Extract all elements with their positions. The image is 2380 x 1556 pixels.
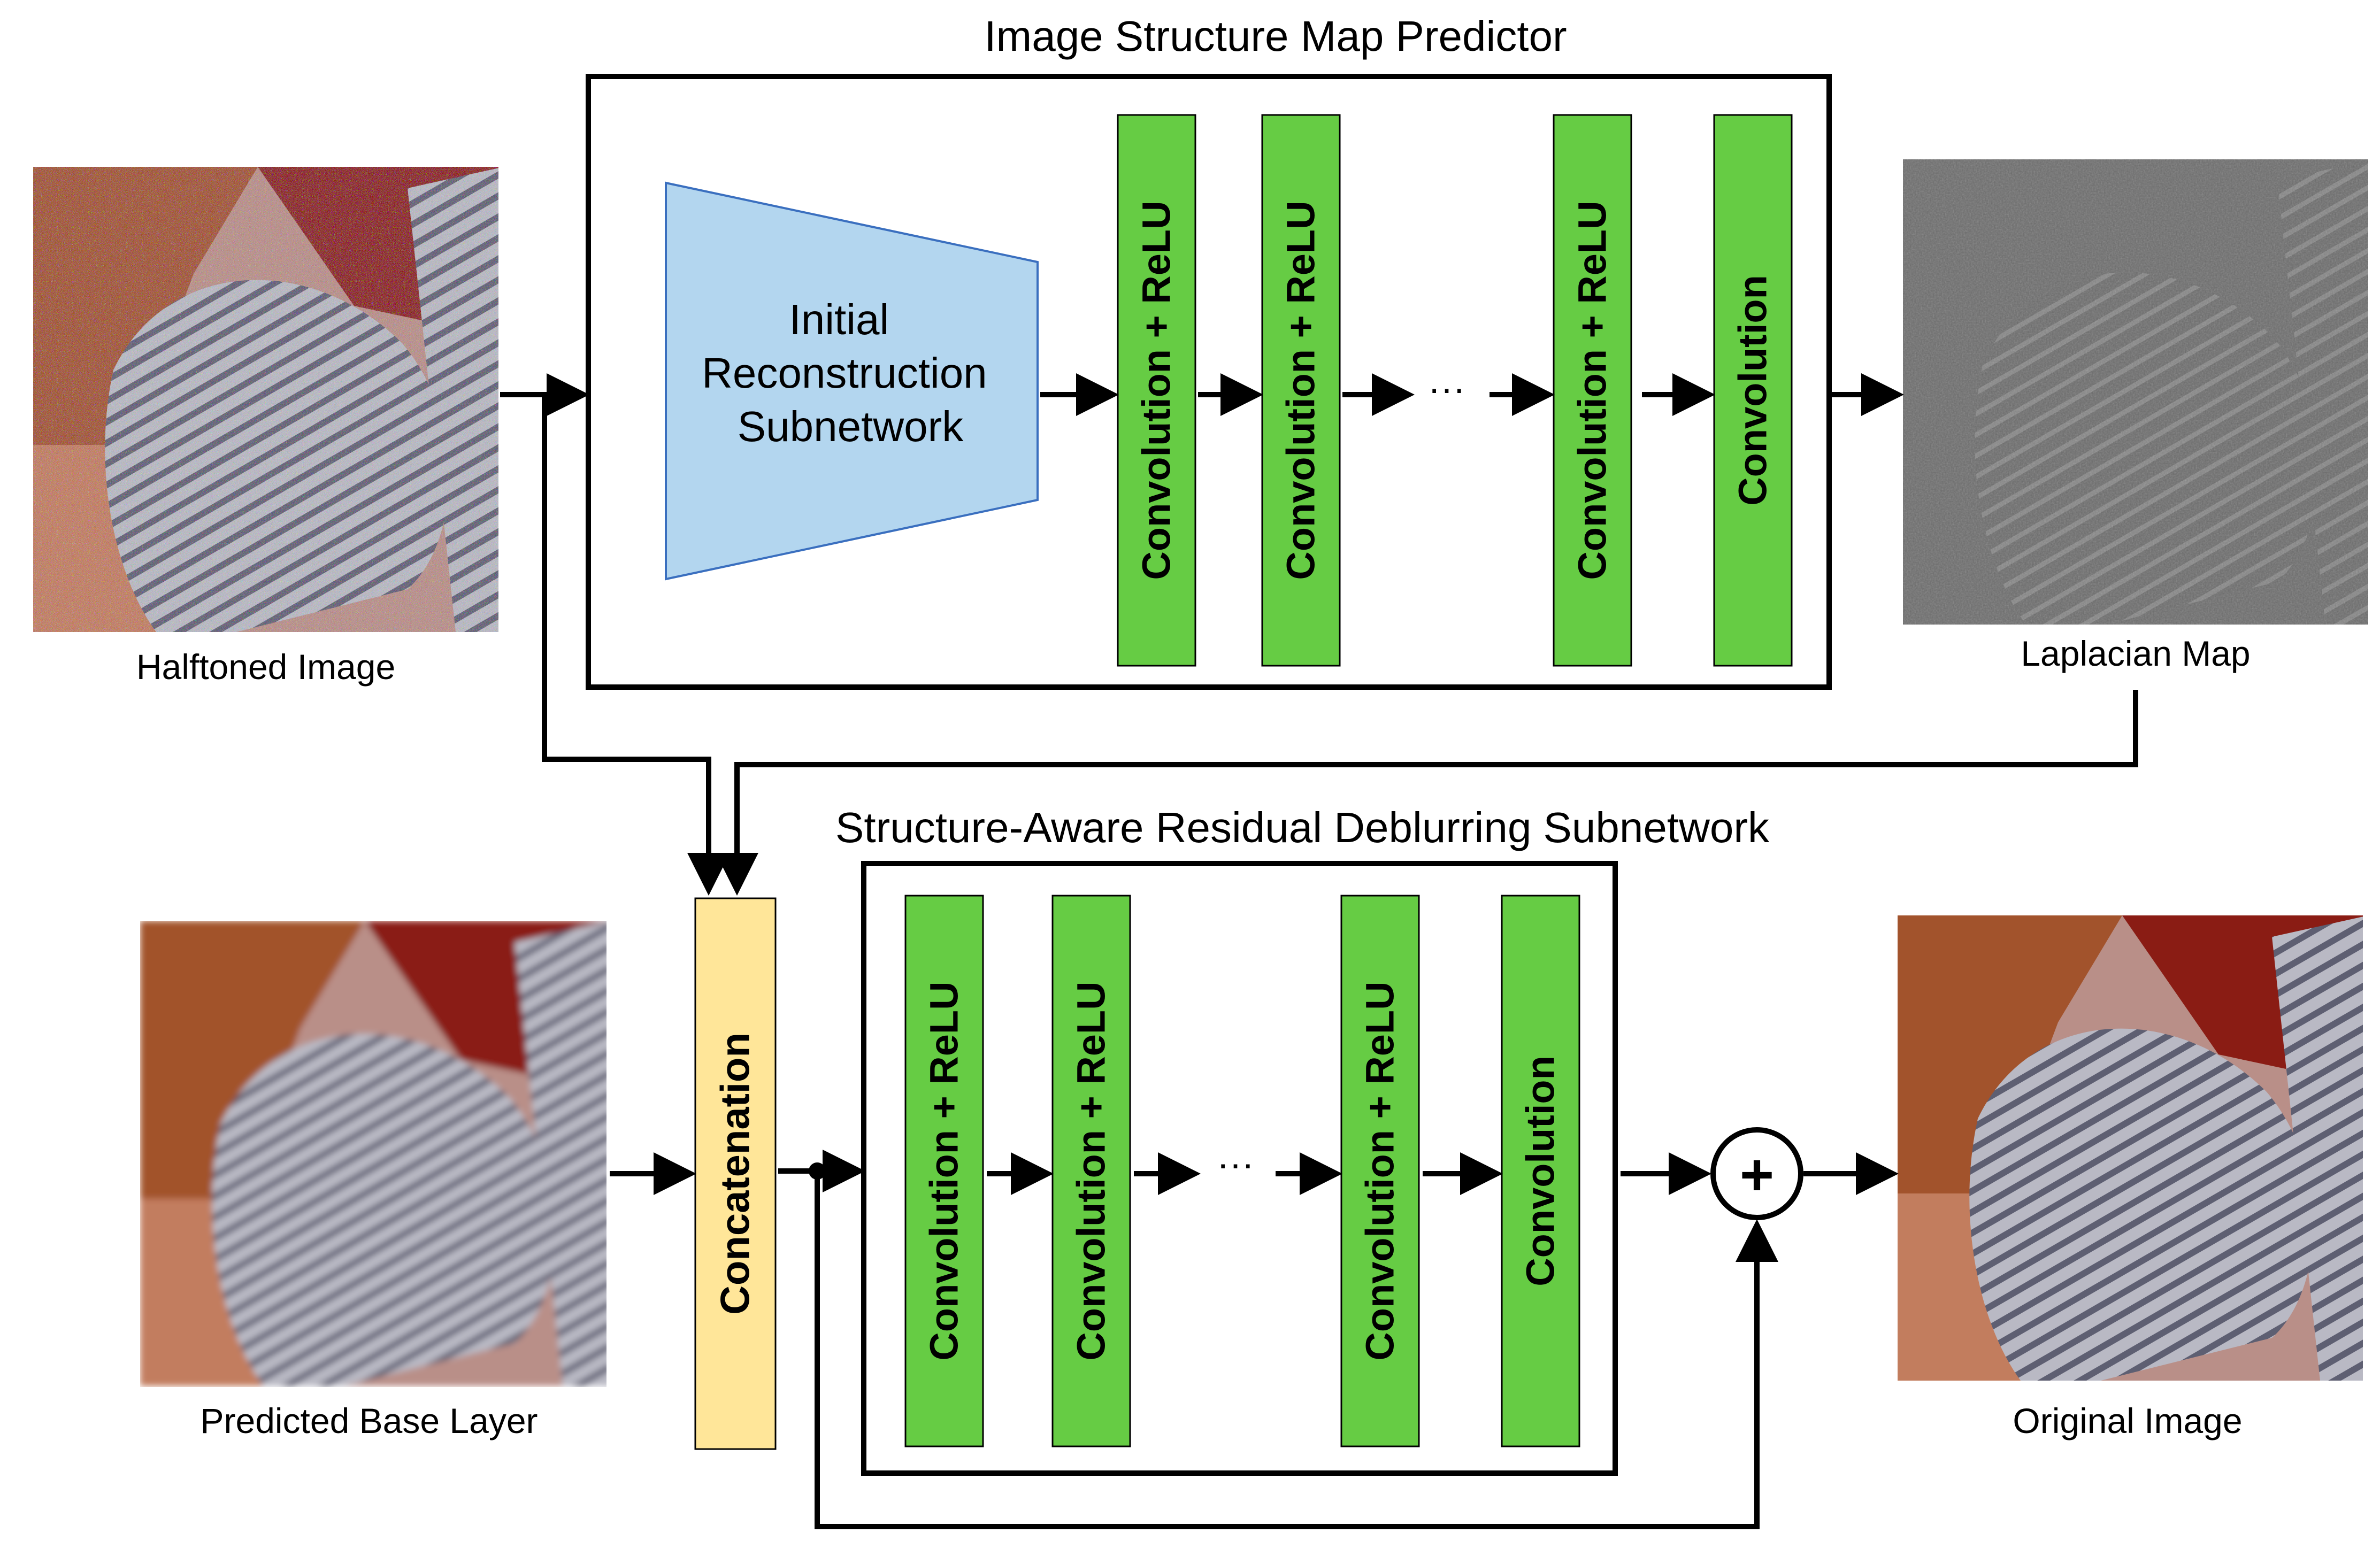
top-conv-blocks: Convolution + ReLU Convolution + ReLU Co… <box>1117 114 1793 667</box>
initial-reconstruction-block <box>665 181 1039 581</box>
bottom-conv-relu-block-2: Convolution + ReLU <box>1051 895 1131 1447</box>
halftoned-image <box>33 167 498 632</box>
residual-junction-dot <box>809 1162 826 1180</box>
top-module-title: Image Structure Map Predictor <box>984 12 1567 60</box>
bottom-arrows <box>610 1150 1899 1529</box>
laplacian-map-label: Laplacian Map <box>2021 634 2250 673</box>
concatenation-block: Concatenation <box>694 897 777 1450</box>
top-conv-block-final: Convolution <box>1713 114 1793 667</box>
original-image-label: Original Image <box>2013 1401 2242 1441</box>
bottom-conv-block-final: Convolution <box>1501 895 1580 1447</box>
svg-text:Convolution + ReLU: Convolution + ReLU <box>1358 981 1402 1360</box>
top-conv-relu-block-3: Convolution + ReLU <box>1553 114 1632 667</box>
sum-node: + <box>1710 1127 1803 1220</box>
halftoned-image-label: Halftoned Image <box>136 647 395 687</box>
bottom-conv-blocks: Convolution + ReLU Convolution + ReLU Co… <box>904 895 1580 1447</box>
top-conv-relu-block-2: Convolution + ReLU <box>1261 114 1341 667</box>
top-conv-relu-block-1: Convolution + ReLU <box>1117 114 1196 667</box>
bottom-ellipsis: ··· <box>1217 1143 1254 1184</box>
predicted-base-layer-image <box>140 921 606 1386</box>
initial-reconstruction-label: Initial Reconstruction Subnetwork <box>702 296 999 450</box>
bottom-module-title: Structure-Aware Residual Deblurring Subn… <box>835 804 1770 851</box>
bottom-conv-relu-block-3: Convolution + ReLU <box>1340 895 1420 1447</box>
laplacian-map <box>1903 159 2368 625</box>
bottom-conv-relu-block-1: Convolution + ReLU <box>904 895 984 1447</box>
original-image <box>1898 915 2363 1381</box>
predicted-base-layer-label: Predicted Base Layer <box>200 1401 538 1441</box>
svg-text:Convolution: Convolution <box>1518 1056 1563 1287</box>
svg-text:Convolution: Convolution <box>1731 275 1775 506</box>
skip-connections <box>542 395 2138 896</box>
svg-text:Convolution + ReLU: Convolution + ReLU <box>922 981 966 1360</box>
svg-text:Convolution + ReLU: Convolution + ReLU <box>1279 201 1323 580</box>
svg-text:Concatenation: Concatenation <box>713 1033 758 1315</box>
svg-text:Convolution + ReLU: Convolution + ReLU <box>1570 201 1615 580</box>
sum-symbol: + <box>1740 1142 1774 1208</box>
svg-text:Convolution + ReLU: Convolution + ReLU <box>1069 981 1114 1360</box>
svg-text:Convolution + ReLU: Convolution + ReLU <box>1134 201 1179 580</box>
top-ellipsis: ··· <box>1428 367 1465 409</box>
